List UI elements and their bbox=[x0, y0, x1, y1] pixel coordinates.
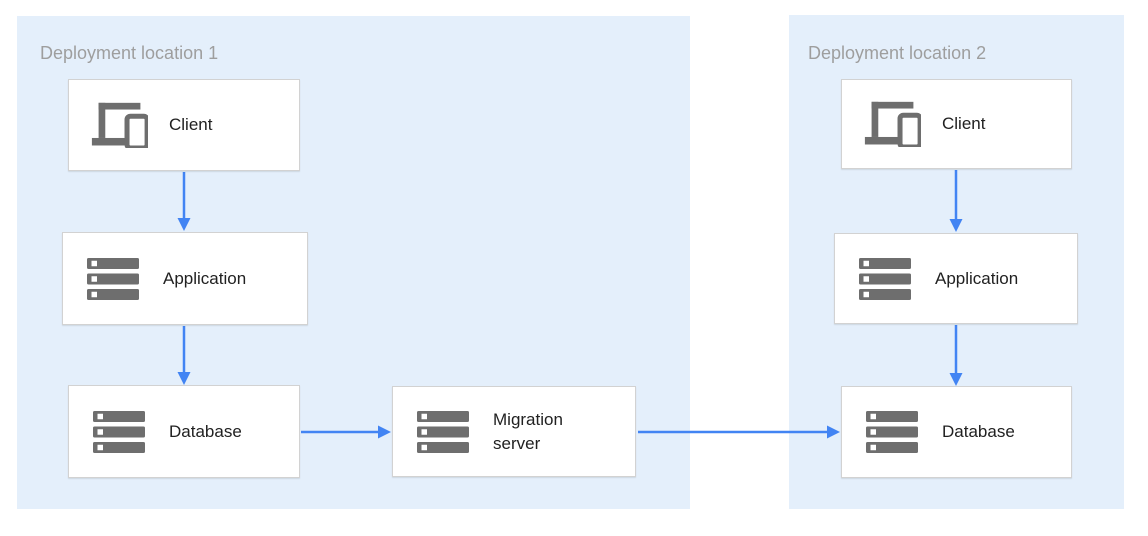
client-devices-icon bbox=[863, 101, 921, 147]
node-label: Client bbox=[942, 114, 986, 133]
node-label: Client bbox=[169, 115, 213, 134]
node-label: Application bbox=[935, 268, 1019, 288]
node-migration-server: Migration server bbox=[392, 386, 636, 477]
node-label: Application bbox=[163, 268, 247, 288]
node-label: Database bbox=[942, 422, 1015, 441]
client-devices-icon bbox=[90, 102, 148, 148]
server-stack-icon bbox=[414, 410, 472, 453]
node-database-2: Database bbox=[841, 386, 1072, 478]
node-application-1: Application bbox=[62, 232, 308, 325]
node-label: Database bbox=[169, 421, 242, 441]
server-stack-icon bbox=[84, 257, 142, 300]
node-database-1: Database bbox=[68, 385, 300, 478]
node-label: Migration server bbox=[493, 409, 563, 453]
region-title: Deployment location 1 bbox=[40, 43, 219, 63]
region-title: Deployment location 2 bbox=[808, 43, 987, 63]
server-stack-icon bbox=[856, 257, 914, 300]
node-application-2: Application bbox=[834, 233, 1078, 324]
node-client-1: Client bbox=[68, 79, 300, 171]
node-client-2: Client bbox=[841, 79, 1072, 169]
server-stack-icon bbox=[863, 411, 921, 453]
server-stack-icon bbox=[90, 410, 148, 453]
